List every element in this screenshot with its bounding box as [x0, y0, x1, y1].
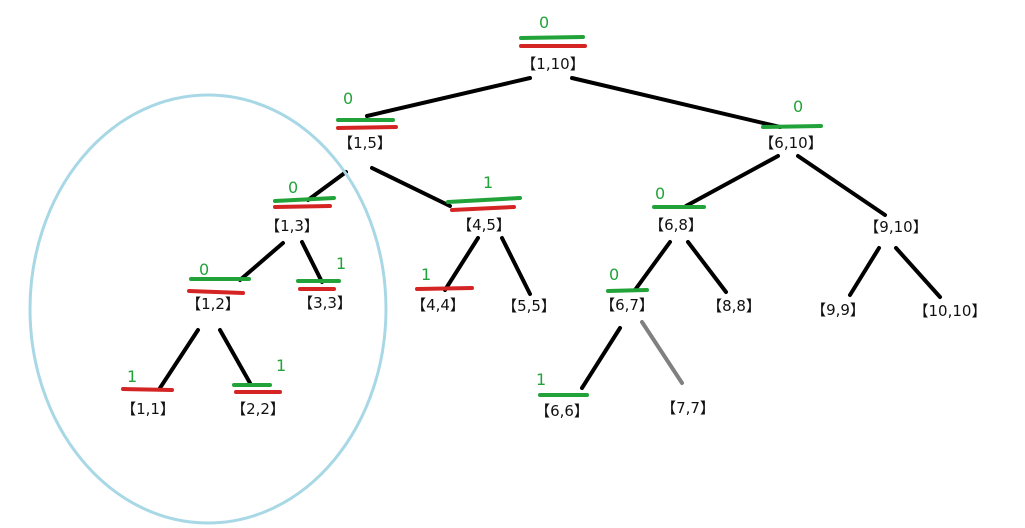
- lazy-mark-value-n1-1: 1: [127, 367, 137, 386]
- red-mark-n4-4: [415, 286, 474, 291]
- lazy-mark-value-n4-4: 1: [421, 265, 431, 284]
- tree-node-n1-10: 【1,10】: [521, 55, 584, 73]
- subtree-highlight-circle: [28, 93, 388, 525]
- tree-node-n2-2: 【2,2】: [231, 400, 285, 418]
- red-mark-n1-3: [273, 204, 332, 209]
- tree-node-n6-7: 【6,7】: [600, 296, 654, 314]
- lazy-mark-value-n6-6: 1: [536, 370, 546, 389]
- edge-n4-5-n4-4: [443, 236, 480, 292]
- tree-node-n1-2: 【1,2】: [186, 295, 240, 313]
- lazy-mark-value-n1-10: 0: [539, 13, 549, 32]
- tree-node-n4-5: 【4,5】: [457, 216, 511, 234]
- red-mark-n1-2: [187, 289, 245, 295]
- edge-n1-5-n4-5: [370, 166, 452, 208]
- nodes-layer: 【1,10】【1,5】 【6,10】【1,3】 【4,5】 【6,8】 【9,10】【1…: [121, 55, 986, 420]
- green-mark-n4-5: [446, 196, 522, 204]
- red-mark-n1-1: [121, 387, 174, 392]
- highlight-layer: [28, 93, 388, 525]
- edge-n1-3-n3-3: [300, 240, 324, 284]
- edge-n4-5-n5-5: [500, 236, 532, 296]
- marks-layer: 0 0 0 0 1 0 0 1 1 0 1 1 1: [121, 13, 823, 397]
- tree-node-n9-9: 【9,9】: [811, 301, 865, 319]
- lazy-mark-value-n4-5: 1: [483, 173, 493, 192]
- lazy-mark-value-n1-3: 0: [288, 178, 298, 197]
- lazy-mark-value-n3-3: 1: [336, 254, 346, 273]
- green-mark-n1-10: [519, 35, 585, 40]
- green-mark-n1-3: [273, 196, 336, 203]
- edge-n1-10-n1-5: [365, 76, 532, 118]
- tree-node-n6-10: 【6,10】: [759, 134, 822, 152]
- green-mark-n6-10: [761, 124, 823, 129]
- tree-node-n1-3: 【1,3】: [265, 217, 319, 235]
- tree-node-n1-1: 【1,1】: [121, 400, 175, 418]
- edge-n6-8-n6-7: [633, 240, 672, 292]
- lazy-mark-value-n6-8: 0: [655, 184, 665, 203]
- tree-node-n4-4: 【4,4】: [411, 296, 465, 314]
- tree-node-n6-8: 【6,8】: [649, 216, 703, 234]
- tree-node-n5-5: 【5,5】: [502, 297, 556, 315]
- tree-node-n8-8: 【8,8】: [707, 297, 761, 315]
- lazy-mark-value-n1-2: 0: [199, 260, 209, 279]
- lazy-mark-value-n6-7: 0: [609, 265, 619, 284]
- edge-n6-10-n9-10: [796, 154, 887, 217]
- edge-n1-3-n1-2: [238, 241, 285, 282]
- green-mark-n6-7: [606, 288, 649, 293]
- red-mark-n4-5: [450, 205, 516, 212]
- edge-n9-10-n10-10: [894, 246, 942, 299]
- tree-node-n7-7: 【7,7】: [661, 399, 715, 417]
- edge-n6-7-n7-7: [640, 320, 684, 385]
- lazy-mark-value-n1-5: 0: [343, 89, 353, 108]
- lazy-mark-value-n6-10: 0: [793, 97, 803, 116]
- edge-n1-2-n1-1: [158, 328, 200, 390]
- tree-node-n1-5: 【1,5】: [338, 134, 392, 152]
- edge-n6-8-n8-8: [686, 240, 728, 294]
- edge-n6-7-n6-6: [580, 326, 622, 390]
- red-mark-n1-5: [336, 125, 398, 130]
- tree-node-n10-10: 【10,10】: [914, 302, 987, 320]
- lazy-mark-value-n2-2: 1: [276, 356, 286, 375]
- tree-node-n6-6: 【6,6】: [535, 402, 589, 420]
- edge-n1-10-n6-10: [570, 76, 782, 129]
- edge-n6-10-n6-8: [684, 154, 780, 208]
- edge-n1-2-n2-2: [218, 328, 252, 385]
- edges-layer: [158, 76, 942, 390]
- tree-node-n9-10: 【9,10】: [864, 218, 927, 236]
- tree-node-n3-3: 【3,3】: [298, 294, 352, 312]
- edge-n9-10-n9-9: [848, 246, 881, 297]
- edge-n1-5-n1-3: [306, 170, 348, 202]
